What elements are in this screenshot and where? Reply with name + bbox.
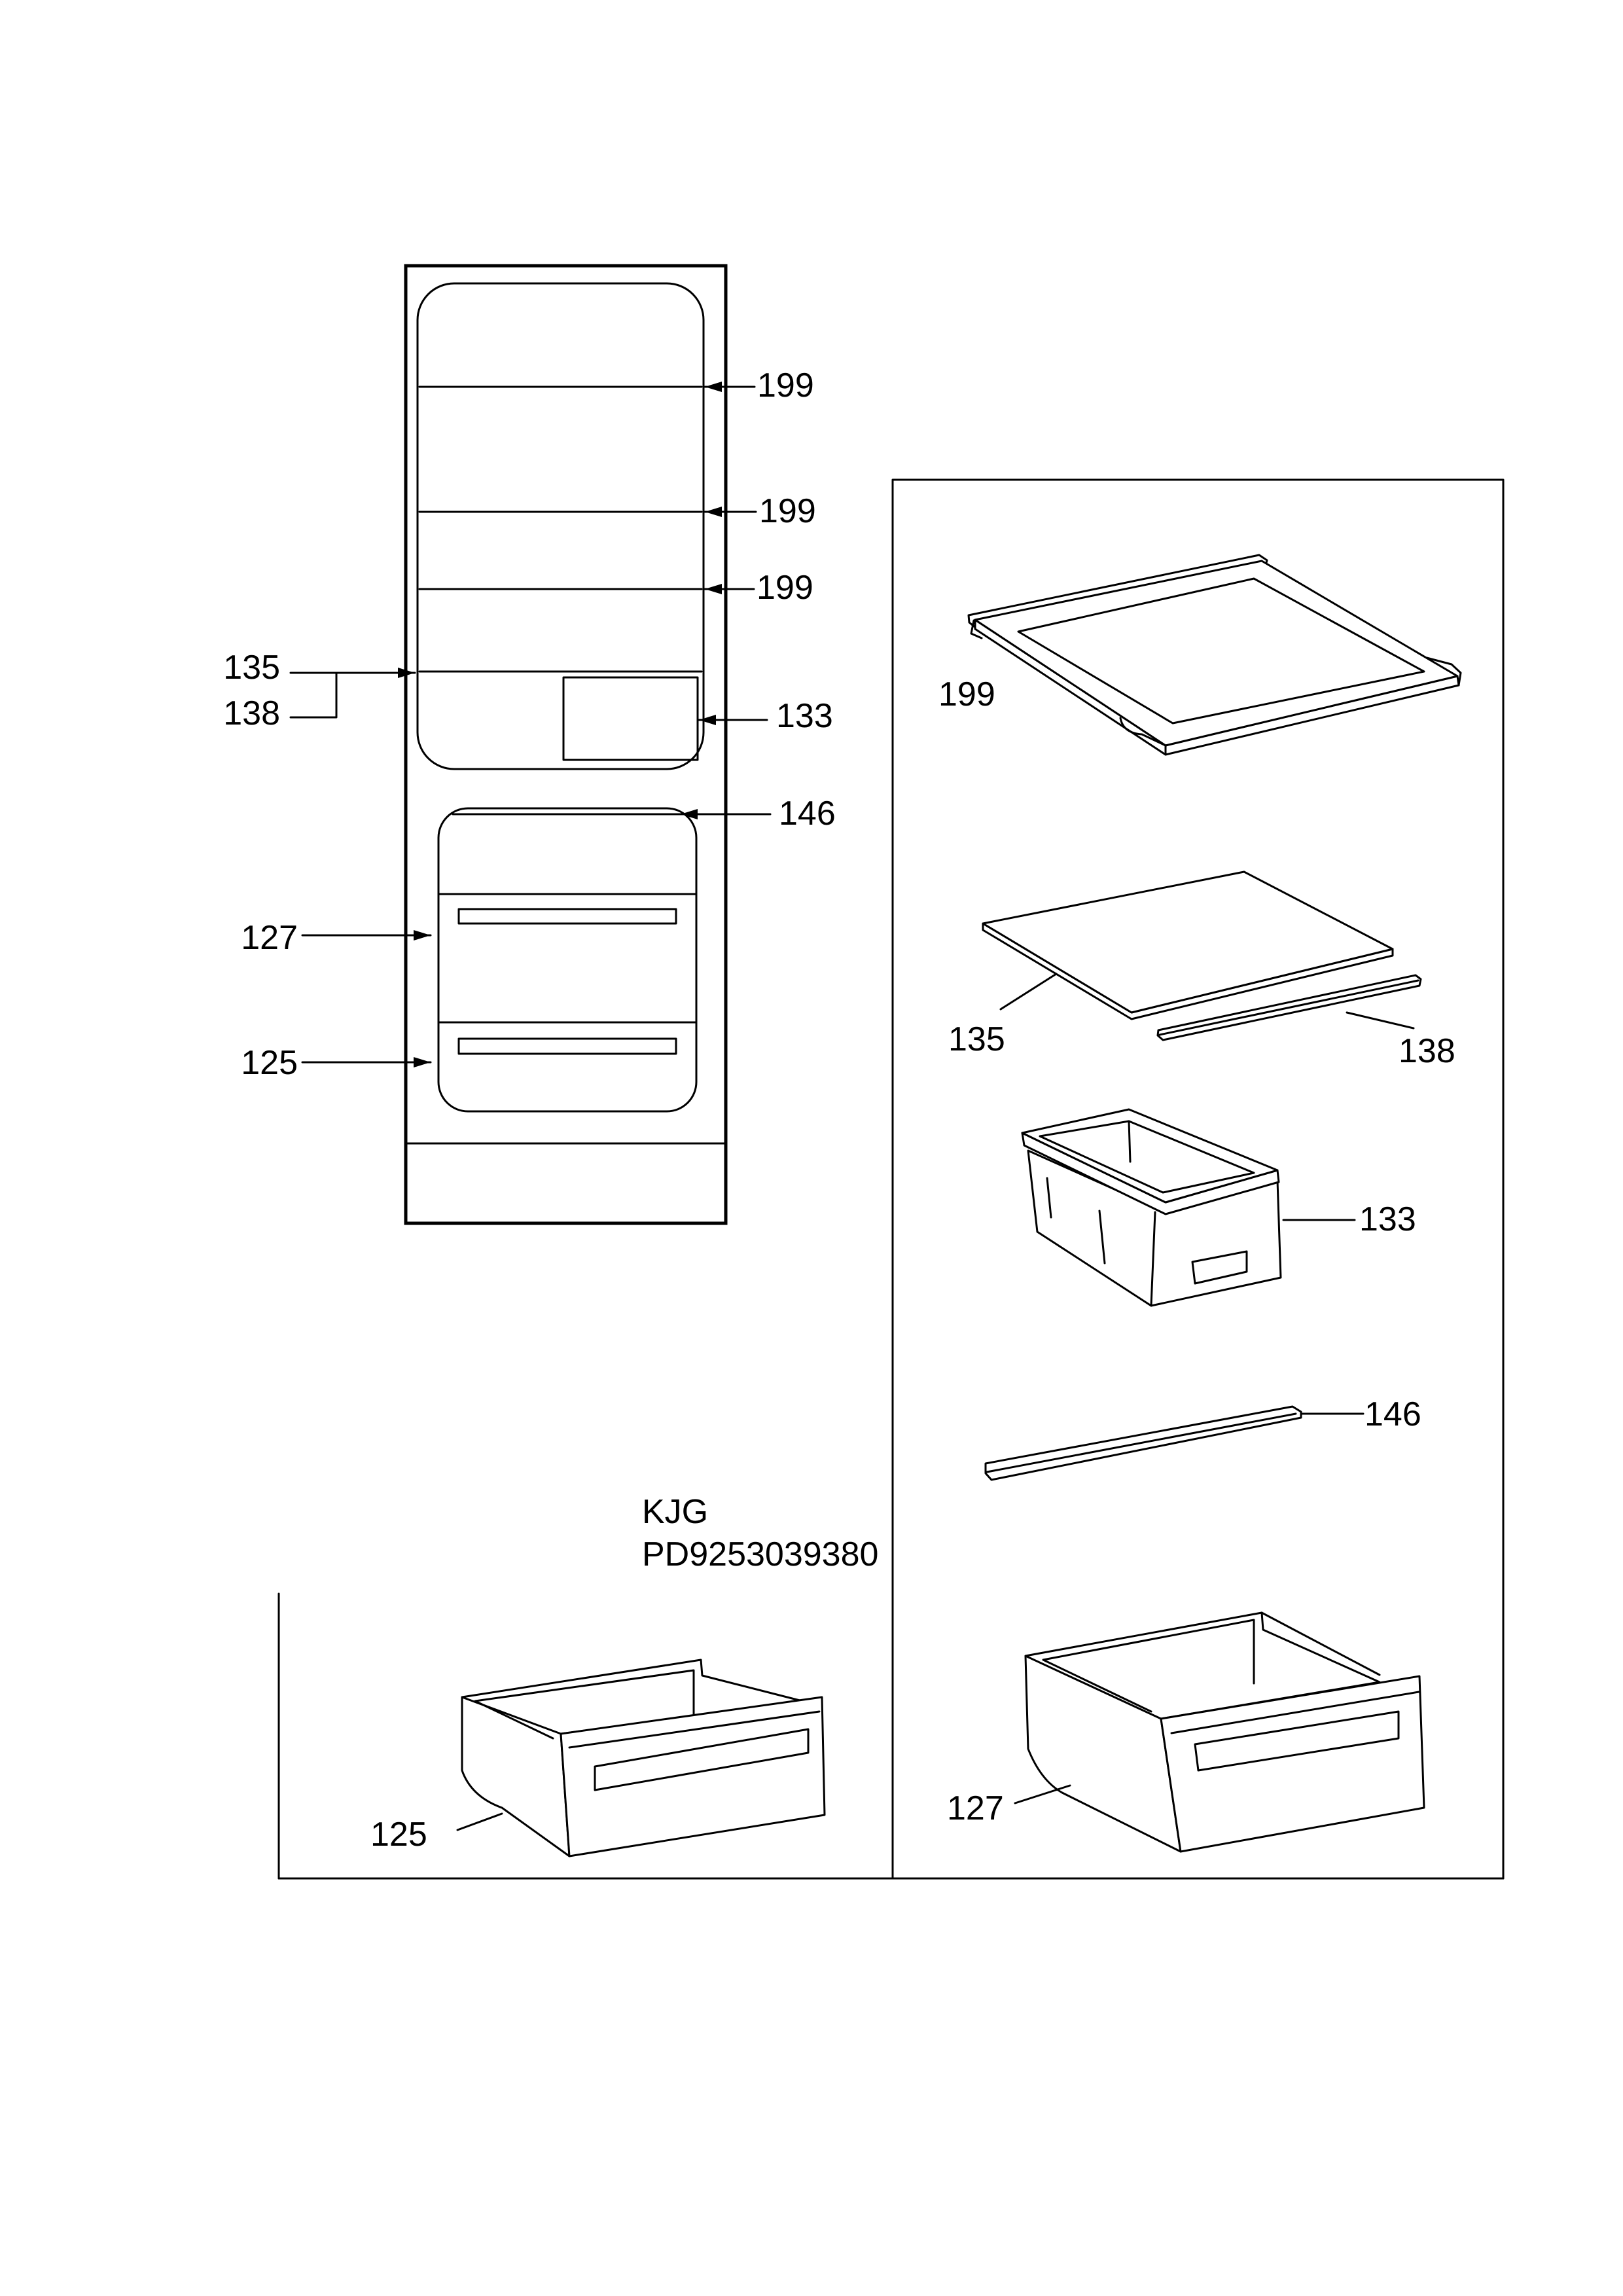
callout-label-crisper: 133 bbox=[776, 697, 833, 735]
upper-drawer-inner-rim bbox=[1042, 1619, 1255, 1713]
shelf-left-hook bbox=[970, 619, 983, 639]
part-divider-strip: 146 bbox=[984, 1395, 1421, 1481]
upper-drawer-panel-lip bbox=[1170, 1691, 1420, 1734]
leader-upper-drawer bbox=[1014, 1784, 1071, 1804]
model-identification: KJG PD9253039380 bbox=[642, 1493, 878, 1573]
crisper-front-edge bbox=[1150, 1211, 1156, 1307]
shelf-front-tab bbox=[1119, 717, 1167, 747]
lower-drawer-slot bbox=[594, 1728, 810, 1791]
crisper-opening bbox=[1039, 1120, 1255, 1194]
upper-drawer-back-right bbox=[1260, 1611, 1381, 1676]
divider-strip-fold bbox=[986, 1412, 1297, 1473]
leader-glass-shelf bbox=[999, 973, 1058, 1011]
panel-frames bbox=[277, 478, 1505, 1880]
parts-panel-frame bbox=[891, 478, 1505, 1880]
callout-label-upper-drawer: 127 bbox=[241, 919, 298, 957]
cabinet-outline bbox=[404, 264, 728, 1225]
part-label-lower-drawer: 125 bbox=[370, 1816, 427, 1854]
fridge-assembly-view: 199 199 199 135 138 133 146 127 125 bbox=[223, 264, 836, 1225]
part-label-upper-drawer: 127 bbox=[947, 1789, 1004, 1827]
shelf-glass bbox=[1017, 577, 1425, 725]
lower-compartment bbox=[437, 807, 698, 1113]
lower-drawer-handle bbox=[457, 1037, 677, 1055]
part-glass-shelf: 135 bbox=[948, 870, 1394, 1058]
leader-glass-trim bbox=[1346, 1011, 1415, 1030]
shelf-right-tab bbox=[1425, 656, 1462, 687]
crisper-side-detail bbox=[1046, 1177, 1106, 1265]
upper-drawer-slot bbox=[1194, 1710, 1400, 1772]
part-label-divider: 146 bbox=[1364, 1395, 1421, 1433]
part-label-glass-trim: 138 bbox=[1399, 1032, 1455, 1070]
part-upper-drawer: 127 bbox=[947, 1611, 1425, 1853]
lower-drawer-side-top bbox=[461, 1696, 562, 1735]
callout-label-lower-drawer: 125 bbox=[241, 1044, 298, 1082]
callout-label-glass-shelf: 135 bbox=[223, 649, 280, 687]
lower-drawer-inner-rim bbox=[474, 1669, 695, 1740]
callout-label-divider: 146 bbox=[779, 795, 836, 833]
upper-drawer-side-top bbox=[1024, 1655, 1162, 1720]
callout-label-glass-trim: 138 bbox=[223, 694, 280, 732]
glass-trim-fold bbox=[1158, 979, 1419, 1036]
upper-compartment bbox=[416, 282, 705, 770]
part-lower-drawer: 125 bbox=[370, 1659, 826, 1857]
part-glass-trim: 138 bbox=[1156, 974, 1455, 1070]
callout-label-shelf-1: 199 bbox=[757, 367, 814, 404]
product-number: PD9253039380 bbox=[642, 1535, 878, 1573]
crisper-notch bbox=[1191, 1250, 1248, 1285]
part-label-glass-shelf: 135 bbox=[948, 1020, 1005, 1058]
leader-lower-drawer bbox=[456, 1812, 503, 1831]
crisper-box-outline bbox=[562, 676, 699, 761]
callout-label-shelf-2: 199 bbox=[759, 492, 816, 530]
part-shelf: 199 bbox=[938, 554, 1462, 756]
part-label-shelf: 199 bbox=[938, 675, 995, 713]
glass-shelf-top bbox=[982, 870, 1394, 1014]
callout-bracket-glass-trim bbox=[289, 672, 338, 719]
crisper-inner-corner bbox=[1128, 1120, 1132, 1163]
model-code: KJG bbox=[642, 1493, 708, 1531]
lower-drawer-panel-lip bbox=[568, 1710, 821, 1749]
callout-label-shelf-3: 199 bbox=[757, 569, 813, 607]
part-crisper: 133 bbox=[1021, 1108, 1416, 1307]
upper-drawer-handle bbox=[457, 908, 677, 925]
part-label-crisper: 133 bbox=[1359, 1200, 1416, 1238]
